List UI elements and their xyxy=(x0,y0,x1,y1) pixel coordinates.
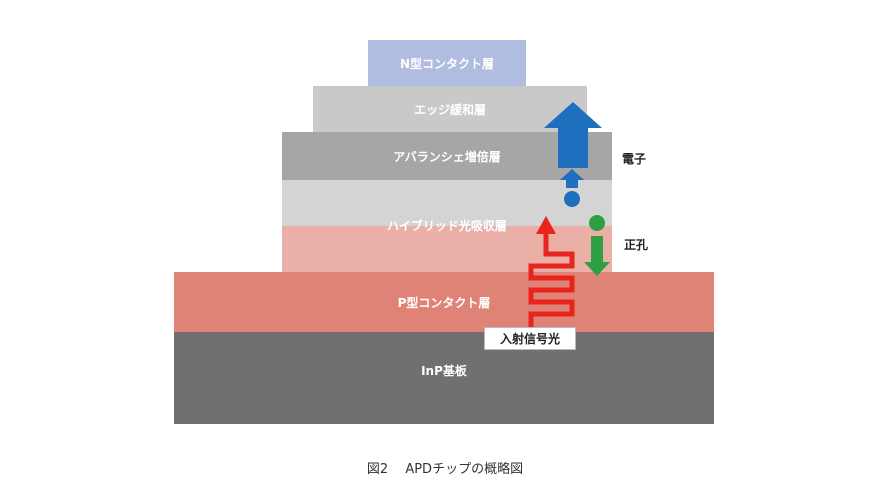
hybrid-absorption-layer: ハイブリッド光吸収層 xyxy=(282,180,612,272)
p-contact-layer: P型コンタクト層 xyxy=(174,272,714,332)
hole-label: 正孔 xyxy=(624,238,649,252)
edge-relaxation-layer-label: エッジ緩和層 xyxy=(413,102,486,117)
edge-relaxation-layer: エッジ緩和層 xyxy=(313,86,587,132)
p-contact-layer-label: P型コンタクト層 xyxy=(397,295,491,310)
incident-light-label: 入射信号光 xyxy=(484,327,576,350)
electron-label: 電子 xyxy=(622,152,647,166)
incident-light-label-text: 入射信号光 xyxy=(499,332,560,346)
figure-caption: 図2 APDチップの概略図 xyxy=(366,462,524,477)
avalanche-layer-label: アバランシェ増倍層 xyxy=(393,149,501,164)
electron-small-arrow-icon xyxy=(560,169,584,188)
inp-substrate-layer: InP基板 xyxy=(174,332,714,424)
incident-light-path-icon xyxy=(528,232,575,327)
electron-large-arrow-icon xyxy=(544,102,602,168)
hole-arrow-icon xyxy=(584,236,610,276)
incident-light-arrow-icon xyxy=(536,216,556,234)
hybrid-absorption-layer-label: ハイブリッド光吸収層 xyxy=(387,218,507,233)
electron-dot-icon xyxy=(564,191,580,207)
inp-substrate-label: InP基板 xyxy=(421,363,467,378)
n-contact-layer-label: N型コンタクト層 xyxy=(399,56,495,71)
hole-dot-icon xyxy=(589,215,605,231)
avalanche-multiplication-layer: アバランシェ増倍層 xyxy=(282,132,612,180)
n-contact-layer: N型コンタクト層 xyxy=(368,40,526,86)
